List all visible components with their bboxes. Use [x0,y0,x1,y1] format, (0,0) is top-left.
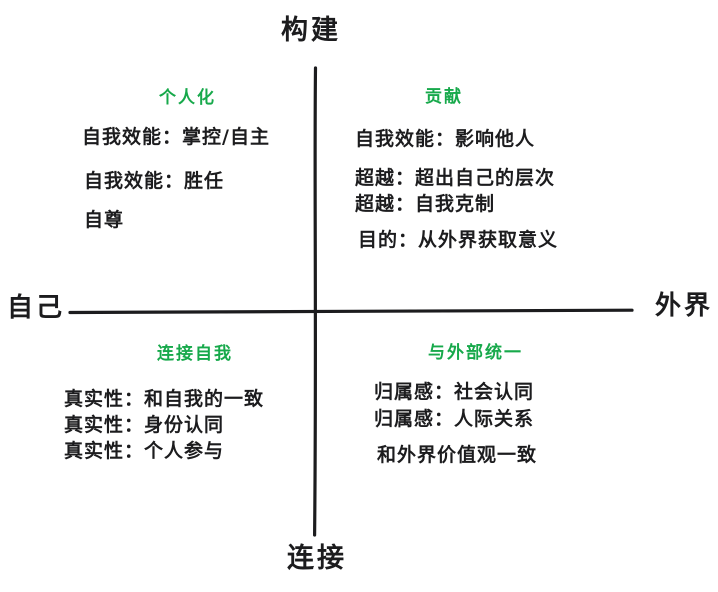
quadrant-title: 连接自我 [157,344,233,364]
horizontal-axis-line [68,308,634,315]
axis-label-connect: 连接 [287,543,347,574]
axis-label-external: 外界 [655,291,714,321]
quadrant-item: 自我效能：影响他人 [355,128,536,150]
quadrant-item: 自我效能：掌控/自主 [82,126,270,148]
vertical-axis-line [313,66,318,537]
quadrant-item: 和外界价值观一致 [377,444,538,466]
axis-label-self: 自己 [7,293,66,323]
quadrant-item: 超越：超出自己的层次 [355,167,556,189]
quadrant-item: 归属感：社会认同 [374,381,535,403]
quadrant-title: 与外部统一 [428,343,523,363]
quadrant-item: 真实性：和自我的一致 [64,388,265,410]
quadrant-item: 超越：自我克制 [355,193,496,215]
quadrant-item: 目的：从外界获取意义 [358,229,559,251]
quadrant-item: 自尊 [84,209,125,231]
quadrant-item: 真实性：身份认同 [64,414,225,436]
quadrant-title: 贡献 [425,87,463,107]
quadrant-item: 自我效能：胜任 [84,170,225,192]
quadrant-item: 真实性：个人参与 [64,440,225,462]
axis-label-build: 构建 [281,15,341,46]
quadrant-title: 个人化 [159,88,216,108]
quadrant-item: 归属感：人际关系 [374,408,535,430]
